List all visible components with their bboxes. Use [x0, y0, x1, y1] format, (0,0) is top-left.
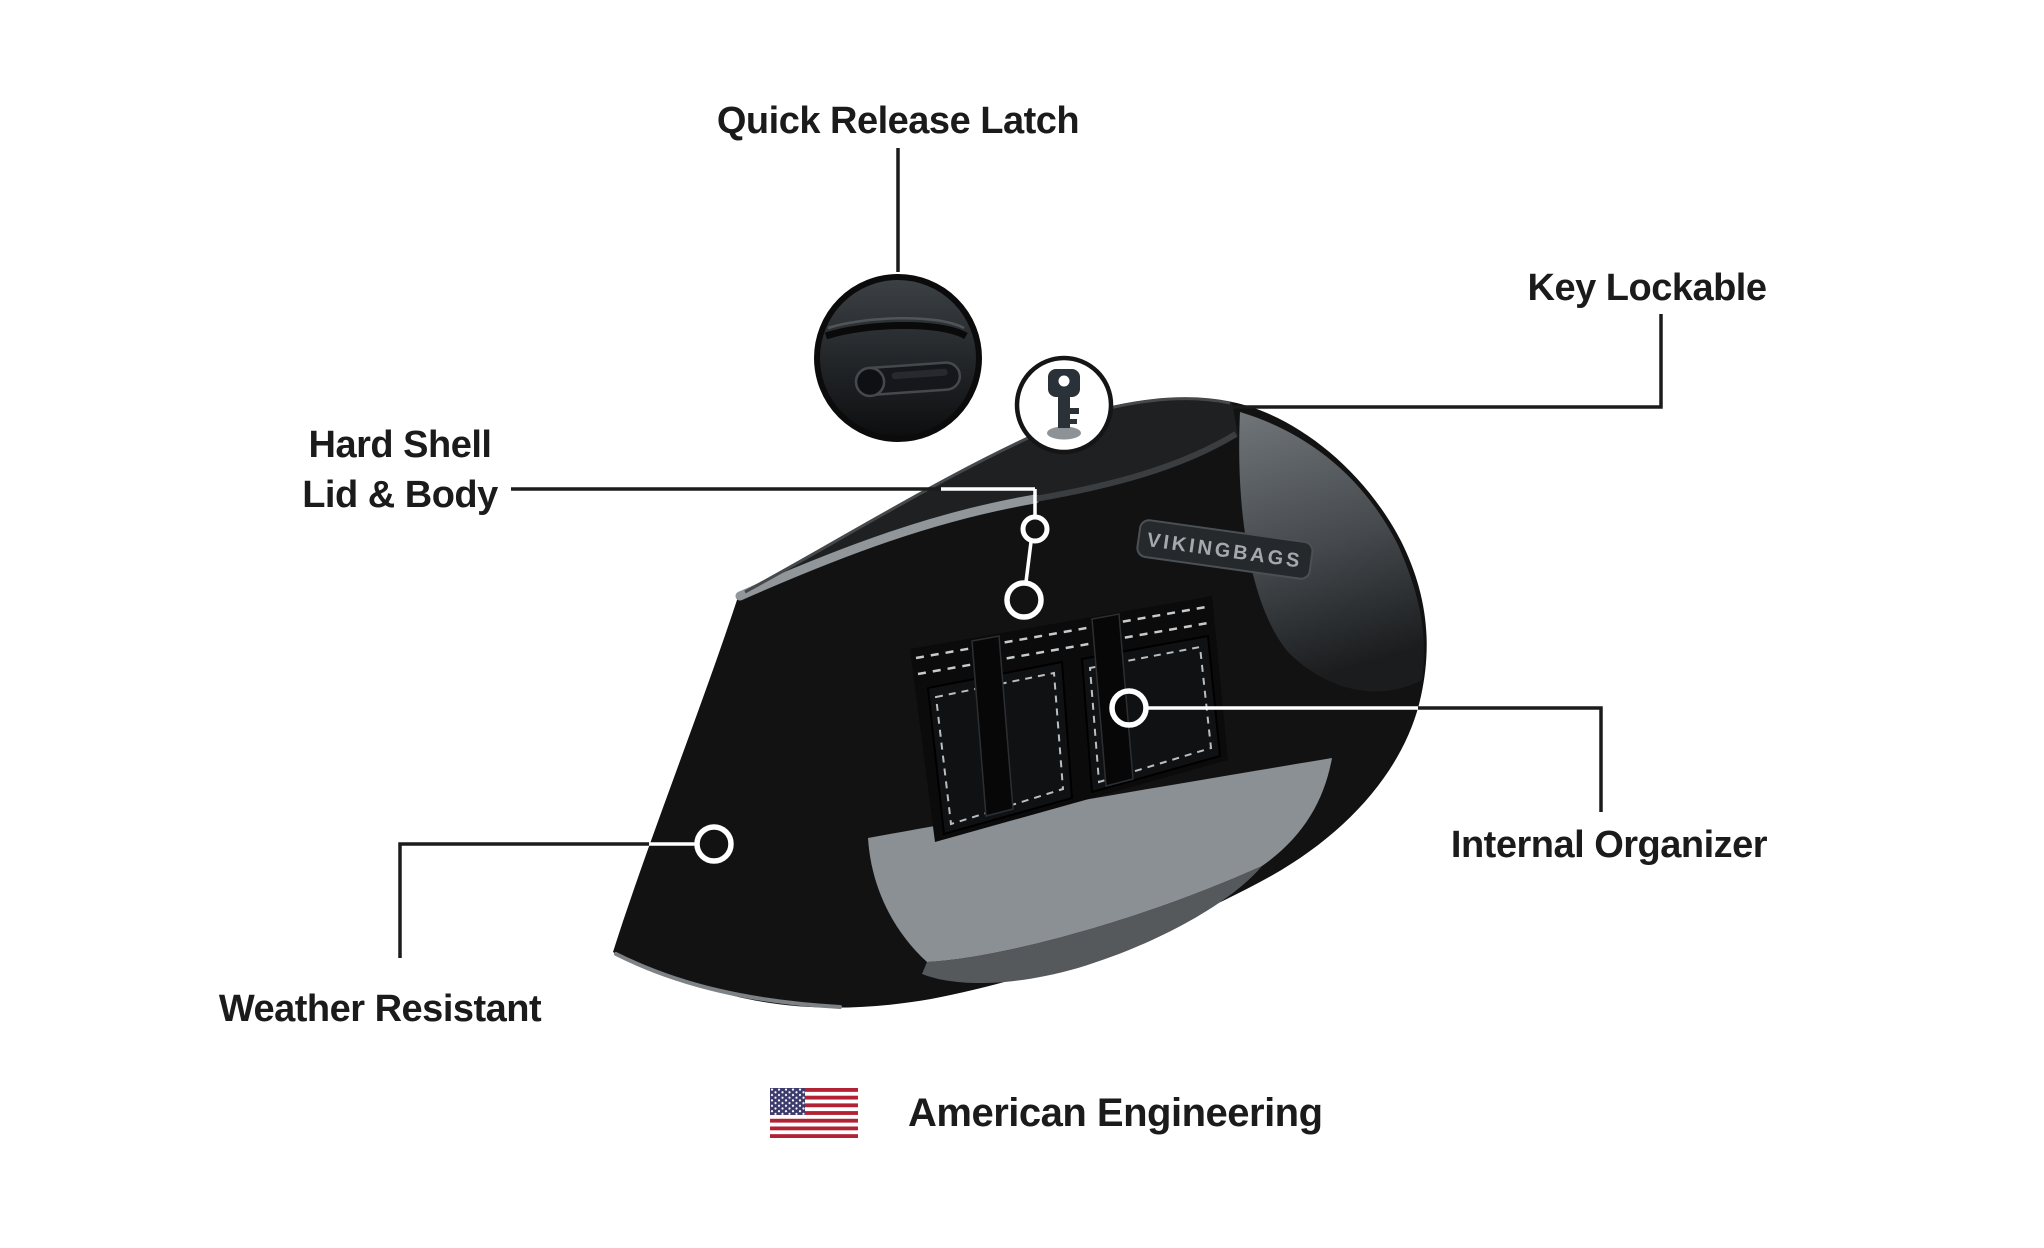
marker-internal-organizer: [1109, 688, 1149, 728]
label-quick-release-latch: Quick Release Latch: [716, 100, 1080, 142]
lid-piping: [735, 494, 1040, 601]
label-hard-shell: Hard Shell Lid & Body: [225, 420, 575, 520]
organizer-panel: [910, 596, 1228, 842]
bag-lower-trim-shadow: [922, 866, 1262, 984]
callout-line-weather-resistant: [398, 842, 649, 958]
key-icon: [1047, 369, 1081, 440]
callout-line-key-lockable: [1233, 314, 1663, 409]
bottom-piping: [614, 952, 842, 1009]
bag-lid: [738, 397, 1238, 597]
marker-hard-shell-body: [1004, 580, 1044, 620]
footer-american-engineering: American Engineering: [770, 1088, 1323, 1138]
label-key-lockable: Key Lockable: [1527, 267, 1768, 309]
latch-icon: [854, 361, 962, 398]
latch-zoom-bubble: [814, 274, 982, 442]
bag-lower-trim: [868, 758, 1332, 962]
lid-seam: [1034, 431, 1238, 502]
marker-hard-shell-lid: [1020, 514, 1050, 544]
callout-markers: [649, 487, 1418, 864]
label-weather-resistant: Weather Resistant: [218, 988, 542, 1030]
organizer-strap-left: [971, 635, 1014, 817]
marker-weather-resistant: [694, 824, 734, 864]
key-lock-bubble: [1014, 355, 1114, 455]
bag-side-sheen: [1239, 412, 1424, 692]
label-hard-shell-line2: Lid & Body: [302, 474, 498, 517]
callout-line-internal-organizer: [1418, 706, 1603, 812]
callout-lines: [398, 148, 1663, 958]
label-internal-organizer: Internal Organizer: [1450, 824, 1768, 866]
label-american-engineering: American Engineering: [908, 1090, 1323, 1135]
label-hard-shell-line1: Hard Shell: [308, 424, 492, 466]
us-flag-icon: [770, 1088, 858, 1138]
saddlebag: VIKINGBAGS: [613, 397, 1427, 1009]
